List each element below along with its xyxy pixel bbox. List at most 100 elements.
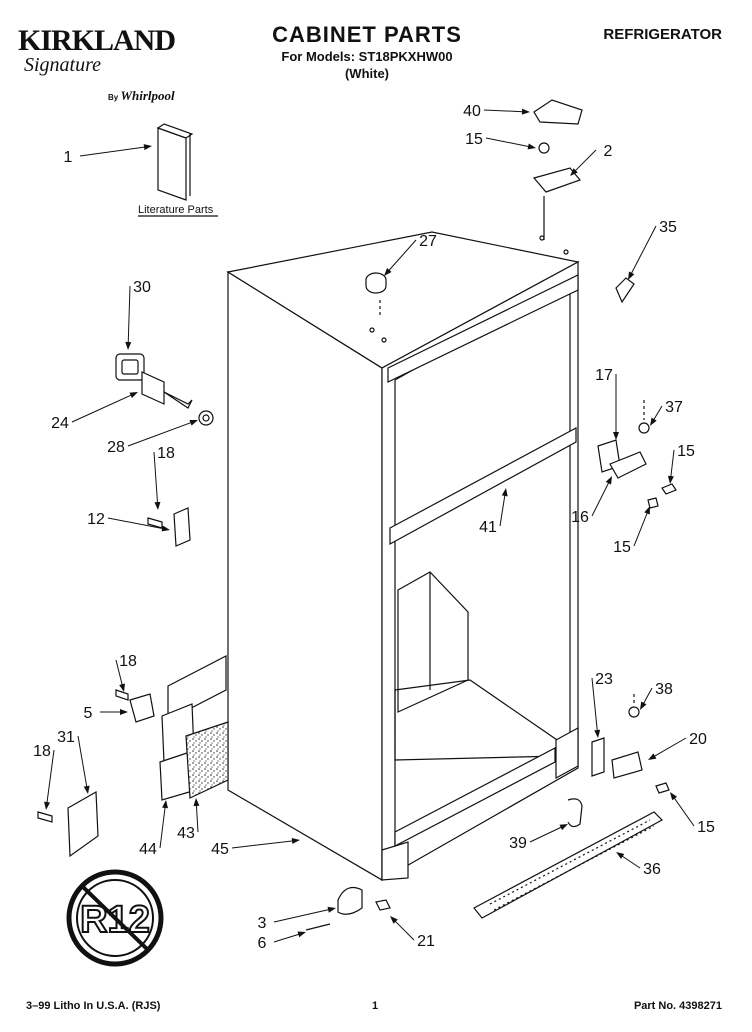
- leader-arrowhead: [119, 683, 125, 692]
- footer-part-number: Part No. 4398271: [633, 1000, 722, 1012]
- leader-line: [273, 909, 330, 923]
- callout-label: 24: [51, 415, 69, 432]
- callout-label: 41: [479, 519, 497, 536]
- footer-page-number: 1: [372, 1000, 379, 1012]
- callout-label: 27: [419, 233, 437, 250]
- leader-arrowhead: [83, 785, 90, 794]
- leader-arrowhead: [501, 488, 508, 497]
- callout-label: 16: [571, 509, 589, 526]
- leader-line: [621, 855, 641, 869]
- callout-6: 6: [258, 931, 306, 952]
- leader-arrowhead: [327, 906, 336, 913]
- callout-16: 16: [571, 476, 612, 526]
- leader-arrowhead: [667, 475, 674, 484]
- leader-line: [79, 146, 146, 157]
- leader-arrowhead: [594, 729, 601, 738]
- leader-arrowhead: [44, 801, 51, 810]
- page-title: CABINET PARTS: [272, 22, 462, 47]
- callout-label: 35: [659, 219, 677, 236]
- callout-12: 12: [87, 511, 170, 532]
- leader-arrowhead: [670, 792, 678, 801]
- callout-38: 38: [640, 681, 673, 710]
- leader-line: [673, 797, 695, 827]
- callout-18b: 18: [115, 653, 137, 692]
- callout-35: 35: [628, 219, 677, 280]
- callout-5: 5: [84, 705, 128, 722]
- brand-signature: Signature: [24, 54, 102, 76]
- leader-line: [394, 920, 415, 941]
- callout-label: 30: [133, 279, 151, 296]
- callout-label: 15: [697, 819, 715, 836]
- leader-line: [127, 285, 131, 344]
- leader-arrowhead: [613, 432, 619, 440]
- leader-line: [591, 482, 610, 517]
- callout-44: 44: [139, 800, 168, 858]
- callout-label: 45: [211, 841, 229, 858]
- leader-line: [115, 659, 123, 686]
- callout-41: 41: [479, 488, 508, 536]
- callout-15a: 15: [465, 131, 536, 150]
- callout-37: 37: [650, 399, 683, 426]
- callout-2: 2: [570, 143, 613, 176]
- callout-label: 6: [258, 935, 267, 952]
- leader-line: [127, 421, 192, 447]
- brand-logo: KIRKLAND Signature: [18, 26, 176, 76]
- leader-line: [153, 451, 159, 504]
- callout-label: 1: [64, 149, 73, 166]
- leader-line: [195, 804, 199, 833]
- leader-arrowhead: [640, 701, 647, 710]
- hinge-parts-top: [365, 99, 635, 318]
- callout-label: 31: [57, 729, 75, 746]
- leader-arrowhead: [384, 268, 392, 276]
- leader-arrowhead: [120, 709, 128, 715]
- callout-label: 5: [84, 705, 93, 722]
- callout-label: 17: [595, 367, 613, 384]
- callout-label: 21: [417, 933, 435, 950]
- callout-label: 40: [463, 103, 481, 120]
- leader-line: [71, 394, 132, 423]
- hinge-parts-lower-right: [473, 694, 670, 919]
- leader-arrowhead: [189, 419, 198, 426]
- callout-label: 18: [33, 743, 51, 760]
- callout-label: 18: [119, 653, 137, 670]
- leader-arrowhead: [521, 108, 530, 115]
- leader-line: [630, 225, 657, 275]
- brand-by-line: By Whirlpool: [108, 88, 175, 104]
- callout-3: 3: [258, 906, 336, 932]
- leader-arrowhead: [129, 392, 138, 399]
- callout-24: 24: [51, 392, 138, 432]
- callout-label: 37: [665, 399, 683, 416]
- leader-line: [653, 405, 663, 421]
- leader-arrowhead: [154, 501, 161, 510]
- callout-36: 36: [616, 852, 661, 878]
- r12-stamp: R12: [66, 869, 164, 967]
- leader-line: [670, 449, 675, 478]
- callout-30: 30: [125, 279, 151, 350]
- callout-17: 17: [595, 367, 619, 440]
- leader-line: [388, 239, 417, 272]
- leader-line: [653, 737, 687, 757]
- callout-label: 39: [509, 835, 527, 852]
- callout-31: 31: [57, 729, 90, 794]
- hinge-parts-left: [115, 353, 214, 547]
- category-label: REFRIGERATOR: [603, 26, 722, 43]
- callout-20: 20: [648, 731, 707, 760]
- callout-15b: 15: [667, 443, 695, 484]
- callout-label: 38: [655, 681, 673, 698]
- leader-line: [633, 512, 648, 547]
- leader-arrowhead: [648, 753, 657, 760]
- leader-line: [499, 494, 506, 527]
- leader-line: [159, 806, 166, 849]
- leader-arrowhead: [650, 417, 657, 426]
- callout-23: 23: [591, 671, 613, 738]
- leader-arrowhead: [559, 824, 568, 831]
- callout-label: 3: [258, 915, 267, 932]
- leader-line: [273, 933, 300, 943]
- callout-label: 12: [87, 511, 105, 528]
- cabinet-outline: [226, 231, 580, 882]
- model-line: For Models: ST18PKXHW00: [281, 49, 453, 64]
- callout-39: 39: [509, 824, 568, 852]
